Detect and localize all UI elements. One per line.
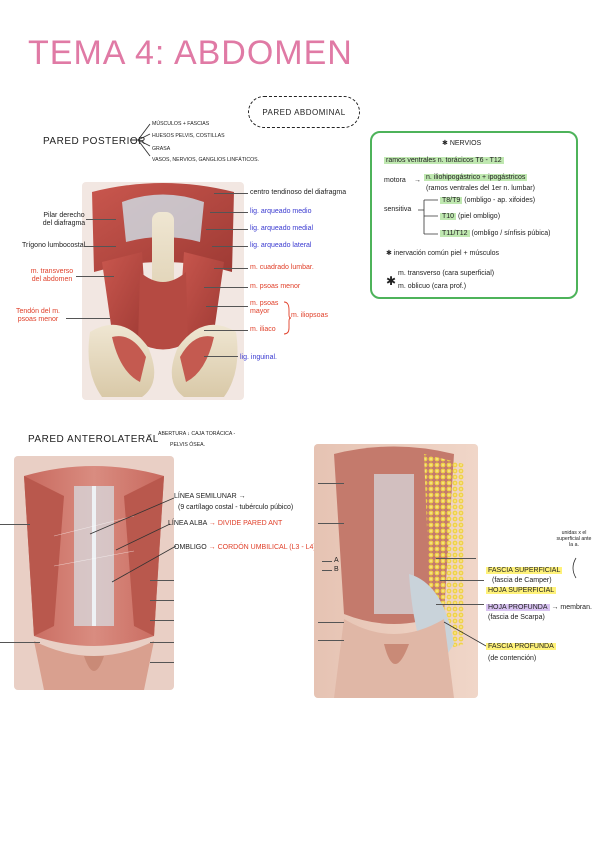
linea-semilunar-text: LÍNEA SEMILUNAR [174,493,237,500]
t10-line: T10 (piel ombligo) [440,213,500,221]
label-iliopsoas: m. iliopsoas [291,312,328,319]
label-hoja-superficial: HOJA SUPERFICIAL [486,587,557,595]
inervacion-line: ✱ inervación común piel + músculos [386,250,500,257]
label-lig-inguinal: lig. inguinal. [240,354,277,361]
nervios-box [370,131,578,299]
label-fascia-superficial: FASCIA SUPERFICIAL [486,567,563,575]
label-fascia-contencion: (de contención) [488,655,537,662]
hoja-profunda-text: HOJA PROFUNDA [486,604,550,611]
label-lig-arqueado-lateral: lig. arqueado lateral [250,242,312,249]
anterolateral-heading: PARED ANTEROLATERAL [28,434,159,445]
label-trigono-lumbocostal: Trígono lumbocostal [22,242,86,249]
label-cuadrado-lumbar: m. cuadrado lumbar. [250,264,314,271]
label-psoas-mayor: m. psoas mayor [250,300,279,316]
label-transverso: m. transverso del abdomen [30,268,74,284]
iliopsoas-brace-icon [283,301,292,335]
label-lig-arqueado-medio: lig. arqueado medio [250,208,312,215]
anterolateral-note-2: PELVIS ÓSEA. [170,442,206,448]
marker-b: B [334,566,339,573]
motora-line-2: (ramos ventrales del 1er n. lumbar) [426,185,535,192]
nervios-ramos: ramos ventrales n. torácicos T6 - T12 [384,157,504,165]
posterior-wall-illustration [82,182,244,400]
marker-a: A [334,557,339,564]
t11-note: (ombligo / sínfisis púbica) [471,230,551,237]
posterior-content: VASOS, NERVIOS, GANGLIOS LINFÁTICOS. [152,157,260,163]
anterolateral-arrow: → [146,431,153,438]
label-ombligo: OMBLIGO → CORDÓN UMBILICAL (L3 - L4) [174,544,316,551]
motora-arrow: → [414,177,421,184]
asterisk-icon: ✱ [386,274,397,288]
transverso-line: m. transverso (cara superficial) [398,270,495,277]
ramos-text: ramos ventrales n. torácicos T6 - T12 [384,157,504,164]
hoja-profunda-note: membran. [560,604,592,611]
t8-line: T8/T9 (ombligo - ap. xifoides) [440,197,535,205]
posterior-content: HUESOS PELVIS, COSTILLAS [152,133,225,139]
t8-text: T8/T9 [440,197,463,204]
oblicuo-line: m. oblicuo (cara prof.) [398,283,467,290]
posterior-heading: PARED POSTERIOR [43,136,146,147]
label-centro-tendinoso: centro tendinoso del diafragma [250,189,347,196]
anterior-wall-illustration [14,456,174,690]
motora-1-text: n. iliohipogástrico + ipogástricos [424,174,528,181]
label-fascia-profunda: FASCIA PROFUNDA [486,643,556,651]
label-lig-arqueado-medial: lig. arqueado medial [250,225,314,232]
sensitiva-branch-icon [418,199,438,235]
posterior-brace-icon [130,123,151,157]
page-title: TEMA 4: ABDOMEN [28,34,353,72]
t8-note: (ombligo - ap. xifoides) [464,197,536,204]
fascia-profunda-text: FASCIA PROFUNDA [486,643,556,650]
label-pilar-derecho: Pilar derecho del diafragma [42,212,86,228]
posterior-content: GRASA [152,146,171,152]
hoja-superficial-text: HOJA SUPERFICIAL [486,587,557,594]
label-linea-semilunar-note: (9 cartílago costal - tubérculo púbico) [178,504,294,511]
label-linea-semilunar: LÍNEA SEMILUNAR → [174,493,246,500]
ombligo-note: CORDÓN UMBILICAL (L3 - L4) [217,544,316,551]
ombligo-text: OMBLIGO [174,544,207,551]
label-psoas-menor: m. psoas menor [250,283,301,290]
label-hoja-profunda: HOJA PROFUNDA → membran. [486,604,592,611]
unidas-note: unidas x el superficial ante la a. [556,530,592,549]
t10-text: T10 [440,213,457,220]
motora-label: motora [384,177,406,184]
t11-text: T11/T12 [440,230,470,237]
t10-note: (piel ombligo) [458,213,501,220]
t11-line: T11/T12 (ombligo / sínfisis púbica) [440,230,551,238]
fascia-superficial-text: FASCIA SUPERFICIAL [486,567,563,574]
anterolateral-note-1: ABERTURA ↓ CAJA TORÁCICA - [158,431,236,437]
fascia-illustration [314,444,478,698]
label-fascia-camper: (fascia de Camper) [492,577,552,584]
linea-alba-note: DIVIDE PARED ANT [217,520,283,527]
label-tendon-psoas: Tendón del m. psoas menor [16,308,60,324]
unidas-arrow-icon [572,557,577,579]
anterior-leaders-icon [89,497,176,583]
pared-abdominal-bubble: PARED ABDOMINAL [248,96,360,128]
inervacion-text: inervación común piel + músculos [393,250,500,257]
posterior-content: MÚSCULOS + FASCIAS [152,121,210,127]
fascia-profunda-leader-icon [443,621,487,647]
nervios-heading-text: NERVIOS [449,140,482,147]
linea-alba-text: LÍNEA ALBA [168,520,207,527]
label-fascia-scarpa: (fascia de Scarpa) [488,614,545,621]
nervios-heading: ✱ NERVIOS [442,140,482,147]
sensitiva-label: sensitiva [384,206,412,213]
label-linea-alba: LÍNEA ALBA → DIVIDE PARED ANT [168,520,283,527]
label-iliaco: m. iliaco [250,326,276,333]
motora-line-1: n. iliohipogástrico + ipogástricos [424,174,528,182]
